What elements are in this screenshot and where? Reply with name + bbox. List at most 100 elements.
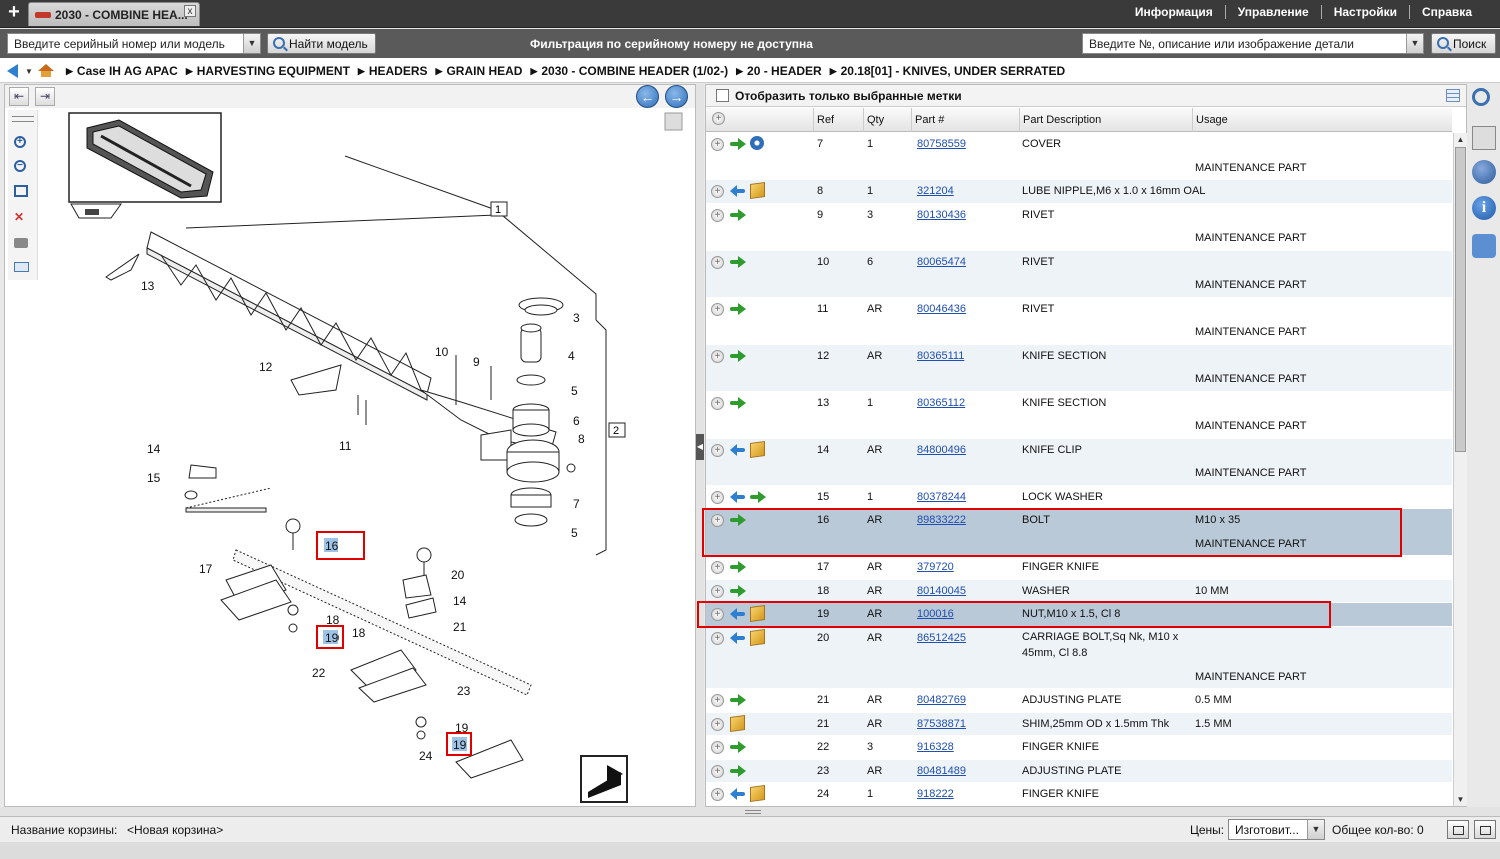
add-to-cart-icon[interactable]: + (711, 608, 724, 621)
gear-icon[interactable] (750, 136, 764, 150)
add-to-cart-icon[interactable]: + (711, 302, 724, 316)
menu-settings[interactable]: Настройки (1320, 5, 1409, 19)
blue-arrow-icon[interactable] (730, 489, 746, 505)
column-description[interactable]: Part Description (1019, 108, 1192, 132)
part-number-link[interactable]: 80482769 (917, 694, 966, 706)
add-to-cart-icon[interactable]: + (711, 185, 724, 198)
columns-icon[interactable] (1446, 89, 1460, 102)
chat-icon[interactable] (1472, 234, 1496, 258)
mail-icon[interactable] (14, 262, 29, 272)
part-number-link[interactable]: 80758559 (917, 138, 966, 150)
package-icon[interactable] (750, 604, 765, 623)
package-icon[interactable] (750, 784, 765, 803)
part-number-link[interactable]: 379720 (917, 561, 954, 573)
blue-arrow-icon[interactable] (730, 630, 746, 646)
breadcrumb-item[interactable]: 20.18[01] - KNIVES, UNDER SERRATED (830, 64, 1066, 78)
search-button[interactable]: Поиск (1431, 33, 1496, 54)
add-to-cart-icon[interactable]: + (711, 631, 724, 645)
part-number-link[interactable]: 80378244 (917, 490, 966, 503)
package-icon[interactable] (750, 181, 765, 200)
blue-arrow-icon[interactable] (730, 442, 746, 458)
part-number-link[interactable]: 80065474 (917, 255, 966, 268)
zoom-out-icon[interactable]: − (14, 160, 26, 172)
menu-help[interactable]: Справка (1409, 5, 1484, 19)
history-dropdown-icon[interactable]: ▼ (25, 67, 33, 76)
chevron-down-icon[interactable]: ▼ (1307, 820, 1324, 839)
green-arrow-icon[interactable] (730, 739, 746, 755)
search-icon[interactable] (1472, 88, 1490, 106)
green-arrow-icon[interactable] (730, 301, 746, 317)
scroll-thumb[interactable] (1455, 147, 1466, 452)
catalog-icon[interactable] (1472, 126, 1496, 150)
maximize-icon[interactable] (1474, 820, 1496, 839)
add-to-cart-icon[interactable]: + (711, 561, 724, 574)
part-number-link[interactable]: 918222 (917, 788, 954, 800)
new-tab-button[interactable]: + (8, 1, 20, 23)
breadcrumb-item[interactable]: HARVESTING EQUIPMENT (186, 64, 350, 78)
expand-right-icon[interactable]: ⇥ (35, 87, 55, 106)
restore-icon[interactable] (1447, 820, 1469, 839)
serial-input[interactable]: Введите серийный номер или модель ▼ (7, 33, 261, 54)
chevron-down-icon[interactable]: ▼ (243, 34, 260, 53)
price-select[interactable]: Изготовит... ▼ (1228, 819, 1325, 840)
add-to-cart-icon[interactable]: + (711, 208, 724, 222)
part-number-link[interactable]: 80365112 (917, 396, 966, 409)
breadcrumb-item[interactable]: Case IH AG APAC (66, 64, 178, 78)
green-arrow-icon[interactable] (730, 512, 746, 528)
package-icon[interactable] (730, 714, 745, 732)
blue-arrow-icon[interactable] (730, 786, 746, 802)
green-arrow-icon[interactable] (730, 692, 746, 708)
blue-arrow-icon[interactable] (730, 606, 746, 622)
package-icon[interactable] (750, 440, 765, 458)
part-number-link[interactable]: 80365111 (917, 349, 965, 362)
add-to-cart-icon[interactable]: + (711, 584, 724, 598)
green-arrow-icon[interactable] (750, 489, 766, 505)
parts-scrollbar[interactable]: ▲ ▼ (1453, 133, 1467, 806)
cart-name-value[interactable]: <Новая корзина> (127, 823, 224, 837)
find-model-button[interactable]: Найти модель (267, 33, 376, 54)
add-to-cart-icon[interactable]: + (711, 788, 724, 801)
green-arrow-icon[interactable] (730, 559, 746, 575)
green-arrow-icon[interactable] (730, 136, 746, 152)
fit-to-window-icon[interactable] (14, 185, 28, 197)
back-arrow-icon[interactable] (7, 64, 18, 78)
print-icon[interactable] (14, 238, 28, 248)
scroll-up-icon[interactable]: ▲ (1456, 135, 1465, 144)
exploded-diagram[interactable]: 1 2 (41, 110, 695, 806)
part-number-link[interactable]: 84800496 (917, 443, 966, 456)
scroll-down-icon[interactable]: ▼ (1456, 795, 1465, 804)
globe-icon[interactable] (1472, 160, 1496, 184)
blue-arrow-icon[interactable] (730, 183, 746, 199)
part-number-link[interactable]: 80046436 (917, 302, 966, 315)
add-all-column[interactable]: + (706, 108, 736, 132)
add-to-cart-icon[interactable]: + (711, 138, 724, 151)
drag-handle-icon[interactable] (745, 810, 761, 814)
breadcrumb-item[interactable]: HEADERS (358, 64, 428, 78)
add-to-cart-icon[interactable]: + (711, 255, 724, 269)
collapse-pane-icon[interactable]: ◀ (696, 434, 704, 460)
green-arrow-icon[interactable] (730, 763, 746, 779)
add-to-cart-icon[interactable]: + (711, 443, 724, 457)
part-number-link[interactable]: 321204 (917, 185, 954, 197)
breadcrumb-item[interactable]: 20 - HEADER (736, 64, 822, 78)
package-icon[interactable] (750, 628, 765, 646)
green-arrow-icon[interactable] (730, 395, 746, 411)
part-number-link[interactable]: 80140045 (917, 584, 966, 597)
drag-handle-icon[interactable] (12, 116, 34, 122)
add-to-cart-icon[interactable]: + (711, 396, 724, 410)
clear-selection-icon[interactable]: ✕ (14, 210, 25, 224)
